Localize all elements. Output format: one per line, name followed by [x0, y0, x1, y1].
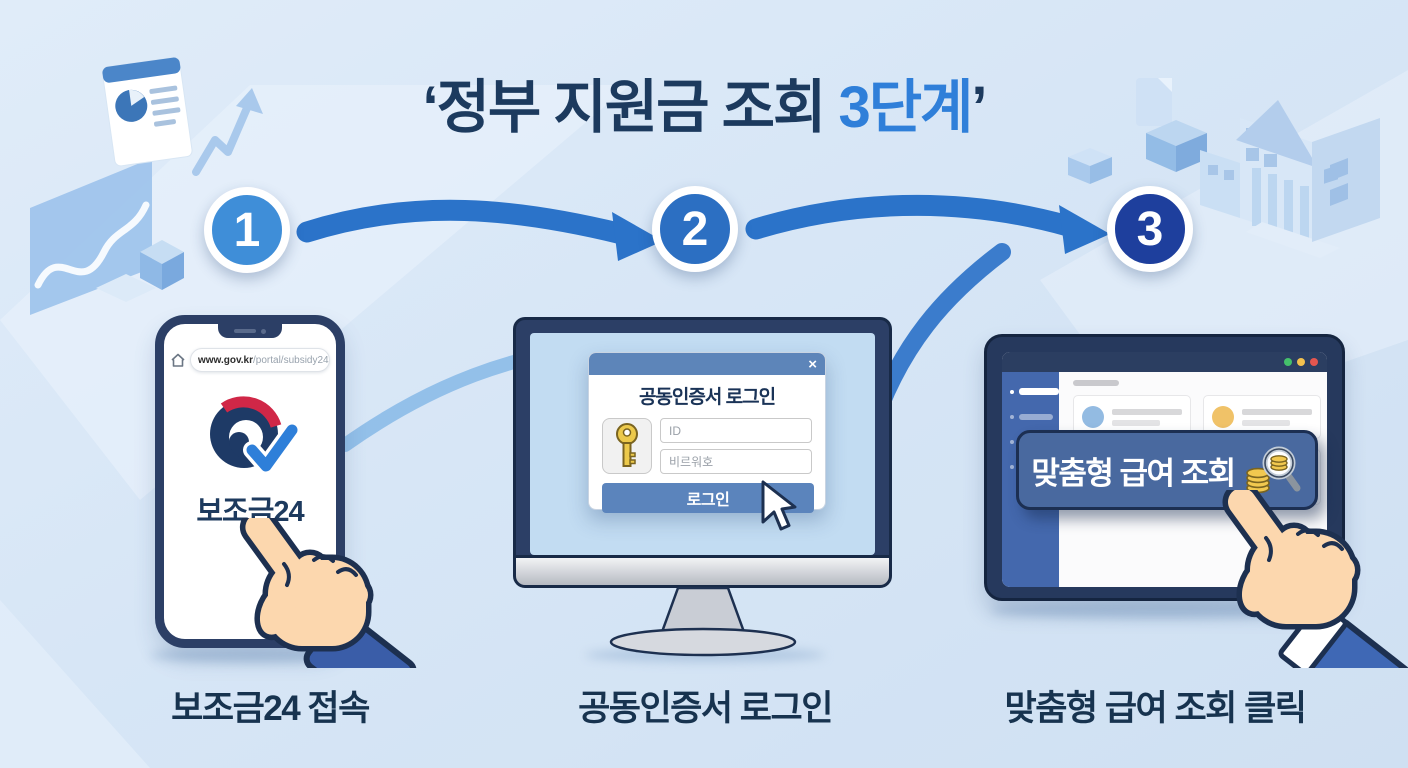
- arrow-step2-to-step3: [745, 194, 1110, 254]
- gov-logo[interactable]: [198, 390, 302, 491]
- step-3-caption: 맞춤형 급여 조회 클릭: [1004, 689, 1307, 728]
- login-button[interactable]: 로그인: [602, 483, 814, 513]
- login-dialog: × 공동인증서 로그인 로그인: [588, 352, 826, 513]
- content-placeholder-bar: [1073, 380, 1119, 386]
- step-3-badge: 3: [1107, 186, 1193, 272]
- password-input[interactable]: [660, 449, 812, 474]
- id-input[interactable]: [660, 418, 812, 443]
- magnifier-coins-icon: [1245, 446, 1301, 494]
- url-path: /portal/subsidy24: [253, 354, 329, 366]
- title-prefix: ‘정부 지원금 조회: [422, 75, 839, 140]
- phone-notch: [218, 324, 282, 338]
- cube-icon: [96, 240, 184, 302]
- step-number: 2: [681, 202, 709, 256]
- arrow-step1-to-step2: [296, 199, 663, 261]
- window-control-red-icon: [1310, 358, 1318, 366]
- step-number: 1: [233, 203, 261, 257]
- certificate-key-panel: [602, 418, 652, 474]
- step-1-caption: 보조금24 접속: [171, 689, 370, 728]
- refresh-icon[interactable]: [328, 354, 329, 366]
- sidebar-item[interactable]: [1002, 414, 1059, 420]
- pointing-hand-icon: [239, 518, 417, 668]
- pointing-hand-icon: [1222, 490, 1408, 668]
- step-2-badge: 2: [652, 186, 738, 272]
- step-2-caption: 공동인증서 로그인: [578, 689, 833, 728]
- dialog-header: ×: [589, 353, 825, 375]
- title-highlight: 3단계: [838, 75, 973, 140]
- key-icon: [616, 423, 638, 467]
- sidebar-item[interactable]: [1002, 388, 1059, 395]
- window-control-green-icon: [1284, 358, 1292, 366]
- url-domain: www.gov.kr: [198, 354, 254, 366]
- step-number: 3: [1136, 202, 1164, 256]
- title-suffix: ’: [971, 75, 987, 140]
- korea-gov-emblem-icon: [210, 396, 301, 475]
- window-control-yellow-icon: [1297, 358, 1305, 366]
- dialog-title: 공동인증서 로그인: [638, 387, 776, 408]
- monitor-chin: [513, 555, 892, 588]
- monitor-shadow: [585, 648, 825, 662]
- close-icon[interactable]: ×: [808, 355, 817, 373]
- url-bar[interactable]: www.gov.kr/portal/subsidy24: [190, 348, 330, 372]
- step-1-badge: 1: [204, 187, 290, 273]
- customized-benefit-search-button[interactable]: 맞춤형 급여 조회: [1016, 430, 1318, 510]
- home-icon: [171, 353, 185, 367]
- page-title: ‘정부 지원금 조회 3단계’: [0, 60, 1408, 144]
- check-icon: [246, 424, 298, 472]
- search-button-label: 맞춤형 급여 조회: [1031, 455, 1236, 491]
- avatar: [1082, 406, 1104, 428]
- browser-topbar: [1002, 352, 1327, 372]
- avatar: [1212, 406, 1234, 428]
